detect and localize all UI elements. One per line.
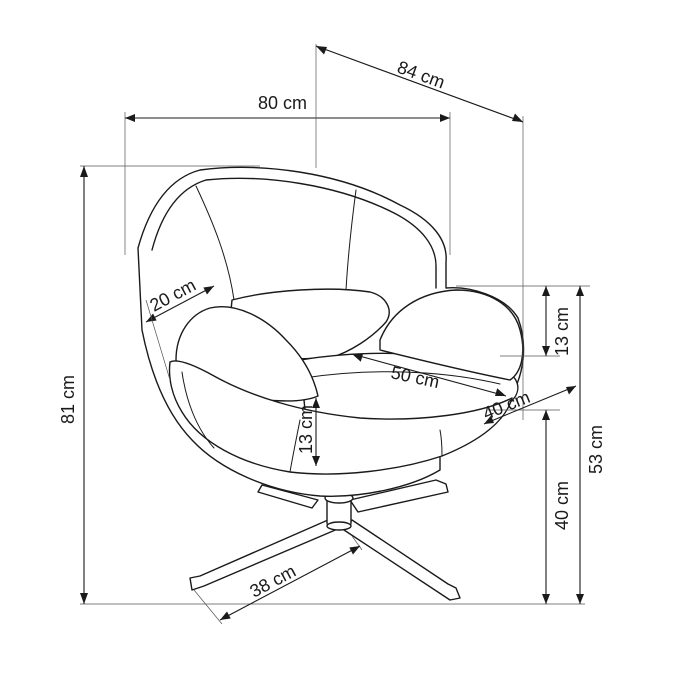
dim-depth-arrow-right (512, 113, 523, 122)
label-arm-height: 53 cm (586, 425, 606, 474)
base-leg-back-right (349, 479, 449, 513)
label-cushion-height: 13 cm (296, 405, 316, 454)
dim-seatdepth-arrow-left (484, 415, 494, 424)
ext-backrest-left (145, 299, 171, 381)
shell-front (168, 360, 513, 475)
dim-cushion-arrow-bottom (312, 456, 320, 466)
dim-arm-arrow-top (542, 286, 550, 296)
armrest-right (379, 289, 524, 381)
label-base-leg: 38 cm (246, 561, 299, 602)
dim-backrest-arrow-right (203, 286, 214, 295)
dim-width-arrow-left (125, 114, 135, 122)
dim-seatwidth-line (351, 353, 507, 397)
label-armrest-height: 13 cm (552, 307, 572, 356)
front-seam-left (289, 419, 301, 473)
label-width: 80 cm (258, 93, 307, 113)
dim-depth-line (315, 45, 524, 123)
label-total-height: 81 cm (58, 375, 78, 424)
shell-side-seam (181, 371, 215, 449)
dim-height-arrow-bottom (80, 593, 88, 604)
seat-seam (303, 371, 501, 385)
base-leg-front-right (343, 519, 461, 601)
dim-seatheight-arrow-bottom (542, 594, 550, 604)
label-depth: 84 cm (395, 57, 448, 93)
dim-backrest-line (145, 285, 215, 323)
dim-armheight-arrow-top (576, 286, 584, 296)
swivel-base (189, 479, 461, 601)
dim-depth-arrow-left (316, 46, 327, 55)
back-seam-left (195, 185, 235, 301)
dimension-lines (80, 44, 590, 625)
ext-leg-right (351, 535, 363, 551)
label-seat-height: 40 cm (552, 481, 572, 530)
dim-seatdepth-arrow-right (566, 386, 576, 395)
dim-width-arrow-right (440, 114, 450, 122)
front-seam-right (439, 429, 443, 457)
dim-leg-arrow-right (349, 546, 360, 555)
base-hub (326, 521, 352, 531)
dim-armheight-arrow-bottom (576, 594, 584, 604)
dim-seatdepth-line (483, 385, 577, 425)
back-seam-right (345, 189, 357, 291)
dim-seatwidth-arrow-left (352, 354, 363, 362)
dim-leg-arrow-left (220, 611, 231, 620)
dim-cushion-arrow-top (312, 398, 320, 408)
dim-leg-line (219, 545, 361, 621)
dim-seatwidth-arrow-right (495, 388, 506, 396)
dim-arm-arrow-bottom (542, 346, 550, 356)
shell-rim (151, 177, 437, 289)
chair-illustration (137, 166, 525, 601)
dim-height-arrow-top (80, 166, 88, 177)
dim-seatheight-arrow-top (542, 410, 550, 420)
ext-leg-left (193, 589, 223, 625)
